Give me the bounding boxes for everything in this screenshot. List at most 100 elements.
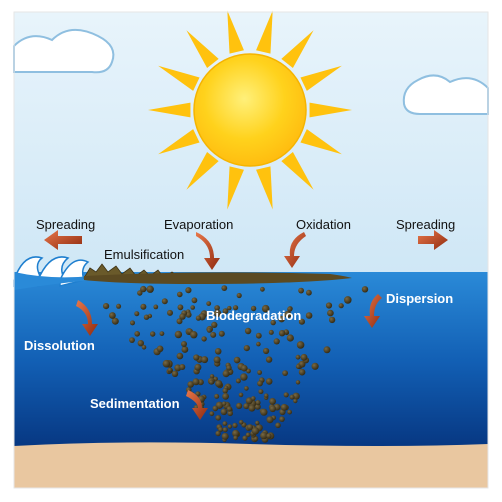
oil-droplet xyxy=(232,429,240,437)
oil-droplet xyxy=(245,432,251,438)
oil-droplet xyxy=(238,392,244,398)
oil-droplet xyxy=(328,316,336,324)
oil-droplet xyxy=(161,298,168,305)
oil-droplet xyxy=(137,290,143,296)
oil-droplet xyxy=(298,368,306,376)
oil-droplet xyxy=(221,432,229,440)
oil-droplet xyxy=(179,364,186,370)
sun-ray xyxy=(281,151,314,190)
oil-droplet xyxy=(222,393,230,400)
oil-droplet xyxy=(150,331,156,337)
sun-ray xyxy=(309,102,352,118)
oil-droplet xyxy=(264,393,269,398)
oil-droplet xyxy=(236,402,243,409)
oil-droplet xyxy=(269,398,276,405)
oil-droplet xyxy=(275,422,281,429)
oil-droplet xyxy=(211,321,218,328)
oil-droplet xyxy=(236,292,242,299)
oil-droplets xyxy=(103,285,369,443)
oil-droplet xyxy=(260,286,265,292)
oil-droplet xyxy=(177,304,184,311)
oil-droplet xyxy=(295,354,301,360)
oil-droplet xyxy=(213,356,221,364)
oil-droplet xyxy=(270,319,276,326)
sun-ray xyxy=(227,10,244,54)
oil-droplet xyxy=(212,405,219,412)
oil-droplet xyxy=(250,305,257,312)
oil-droplet xyxy=(268,329,274,335)
oil-droplet xyxy=(141,345,147,350)
oil-droplet xyxy=(137,340,144,347)
sun-ray xyxy=(256,166,273,210)
oil-droplet xyxy=(181,346,189,353)
arrow-dispersion xyxy=(364,294,382,328)
oil-droplet xyxy=(171,370,179,377)
oil-droplet xyxy=(287,409,292,415)
oil-droplet xyxy=(222,421,228,426)
oil-droplet xyxy=(245,397,253,405)
sun-ray xyxy=(158,65,200,91)
oil-droplet xyxy=(279,416,285,422)
oil-droplet xyxy=(103,303,110,310)
oil-droplet xyxy=(251,427,260,435)
oil-droplet xyxy=(214,348,222,355)
sun-ray xyxy=(300,65,342,91)
oil-droplet xyxy=(254,403,261,410)
arrow-dissolution xyxy=(76,300,98,336)
oil-droplet xyxy=(311,362,319,370)
arrow-sedimentation xyxy=(186,390,208,420)
sun-ray xyxy=(186,30,219,69)
oil-droplet xyxy=(185,311,192,318)
label-spreading-left: Spreading xyxy=(36,217,96,232)
oil-droplet xyxy=(227,424,233,429)
oil-droplet xyxy=(187,381,194,388)
oil-droplet xyxy=(244,327,252,335)
oil-droplet xyxy=(195,315,201,321)
oil-droplet xyxy=(300,353,308,361)
oil-droplet xyxy=(209,374,215,379)
oil-droplet xyxy=(269,405,277,413)
oil-droplet xyxy=(246,368,251,374)
oil-droplet xyxy=(255,420,260,426)
oil-droplet xyxy=(192,378,200,386)
oil-droplet xyxy=(243,403,250,410)
arrow-spreading-left xyxy=(44,230,82,250)
oil-droplet xyxy=(257,370,262,375)
oil-droplet xyxy=(210,331,217,338)
oil-droplet xyxy=(153,304,159,310)
oil-droplet xyxy=(265,356,273,363)
label-oxidation: Oxidation xyxy=(296,217,351,232)
oil-droplet xyxy=(280,403,288,411)
oil-droplet xyxy=(156,345,164,353)
oil-droplet xyxy=(289,394,295,400)
oil-droplet xyxy=(215,415,222,421)
oil-droplet xyxy=(222,388,228,394)
oil-droplet xyxy=(255,332,262,339)
oil-droplet xyxy=(193,354,200,361)
oil-droplet xyxy=(140,303,147,310)
oil-droplet xyxy=(176,318,183,325)
oil-droplet xyxy=(293,398,298,404)
frame xyxy=(13,11,489,489)
oil-droplet xyxy=(286,334,294,342)
oil-droplet xyxy=(240,373,248,381)
oil-droplet xyxy=(159,331,165,336)
oil-droplet xyxy=(257,380,263,387)
oil-droplet xyxy=(287,306,293,312)
oil-droplet xyxy=(222,308,229,314)
oil-droplet xyxy=(109,312,116,319)
label-sedimentation: Sedimentation xyxy=(90,396,180,411)
oil-droplet xyxy=(278,330,286,337)
oil-droplet xyxy=(226,406,233,412)
oil-droplet xyxy=(222,427,228,433)
oil-droplet xyxy=(244,386,249,391)
oil-droplet xyxy=(266,433,272,439)
oil-droplet xyxy=(194,363,202,371)
oil-droplet xyxy=(278,315,285,323)
oil-droplet xyxy=(242,435,248,441)
waves xyxy=(13,256,92,290)
oil-droplet xyxy=(235,378,241,384)
label-emulsification: Emulsification xyxy=(104,247,185,262)
oil-droplet xyxy=(283,392,289,398)
oil-droplet xyxy=(140,285,147,293)
